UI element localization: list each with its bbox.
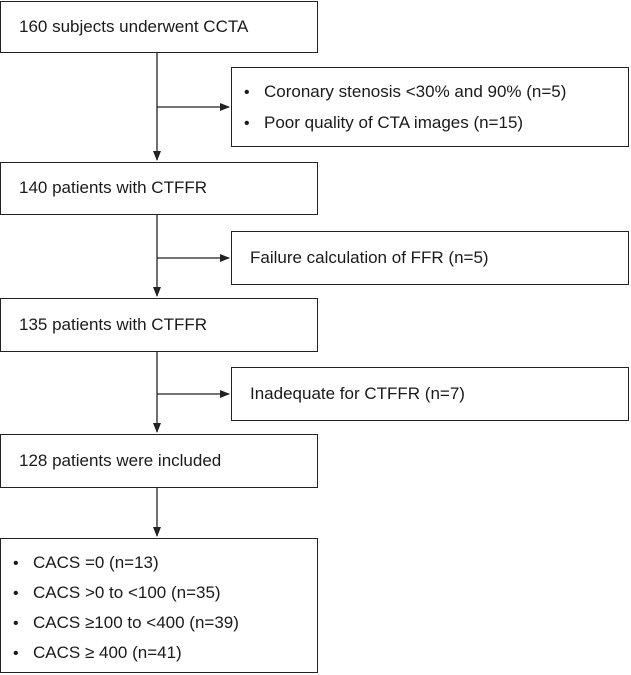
step-box-3: 135 patients with CTFFR	[0, 298, 318, 352]
bullet-icon: •	[13, 614, 19, 632]
group-item: • CACS ≥ 400 (n=41)	[13, 643, 182, 663]
bullet-icon: •	[244, 83, 250, 101]
group-item: • CACS =0 (n=13)	[13, 553, 159, 573]
exclusion-item: • Poor quality of CTA images (n=15)	[244, 113, 523, 133]
step-label: 128 patients were included	[19, 450, 222, 470]
step-label: 135 patients with CTFFR	[19, 314, 208, 334]
exclusion-item-label: Failure calculation of FFR (n=5)	[250, 247, 489, 267]
step-box-2: 140 patients with CTFFR	[0, 162, 318, 215]
group-item: • CACS ≥100 to <400 (n=39)	[13, 613, 239, 633]
exclusion-item-label: Inadequate for CTFFR (n=7)	[250, 383, 465, 403]
group-item-label: CACS =0 (n=13)	[33, 553, 159, 572]
bullet-icon: •	[13, 644, 19, 662]
exclusion-item-label: Poor quality of CTA images (n=15)	[264, 113, 524, 132]
group-item-label: CACS ≥100 to <400 (n=39)	[33, 613, 239, 632]
bullet-icon: •	[244, 114, 250, 132]
step-label: 140 patients with CTFFR	[19, 178, 208, 198]
bullet-icon: •	[13, 584, 19, 602]
exclusion-item: • Coronary stenosis <30% and 90% (n=5)	[244, 82, 566, 102]
exclusion-box-1: • Coronary stenosis <30% and 90% (n=5) •…	[231, 67, 629, 147]
bullet-icon: •	[13, 554, 19, 572]
step-label: 160 subjects underwent CCTA	[19, 16, 249, 36]
final-groups-box: • CACS =0 (n=13) • CACS >0 to <100 (n=35…	[0, 538, 318, 673]
exclusion-box-2: Failure calculation of FFR (n=5)	[231, 231, 629, 285]
step-box-4: 128 patients were included	[0, 434, 318, 488]
group-item-label: CACS ≥ 400 (n=41)	[33, 643, 182, 662]
group-item: • CACS >0 to <100 (n=35)	[13, 583, 221, 603]
step-box-1: 160 subjects underwent CCTA	[0, 1, 318, 53]
exclusion-item-label: Coronary stenosis <30% and 90% (n=5)	[264, 82, 567, 101]
exclusion-box-3: Inadequate for CTFFR (n=7)	[231, 367, 629, 421]
group-item-label: CACS >0 to <100 (n=35)	[33, 583, 221, 602]
